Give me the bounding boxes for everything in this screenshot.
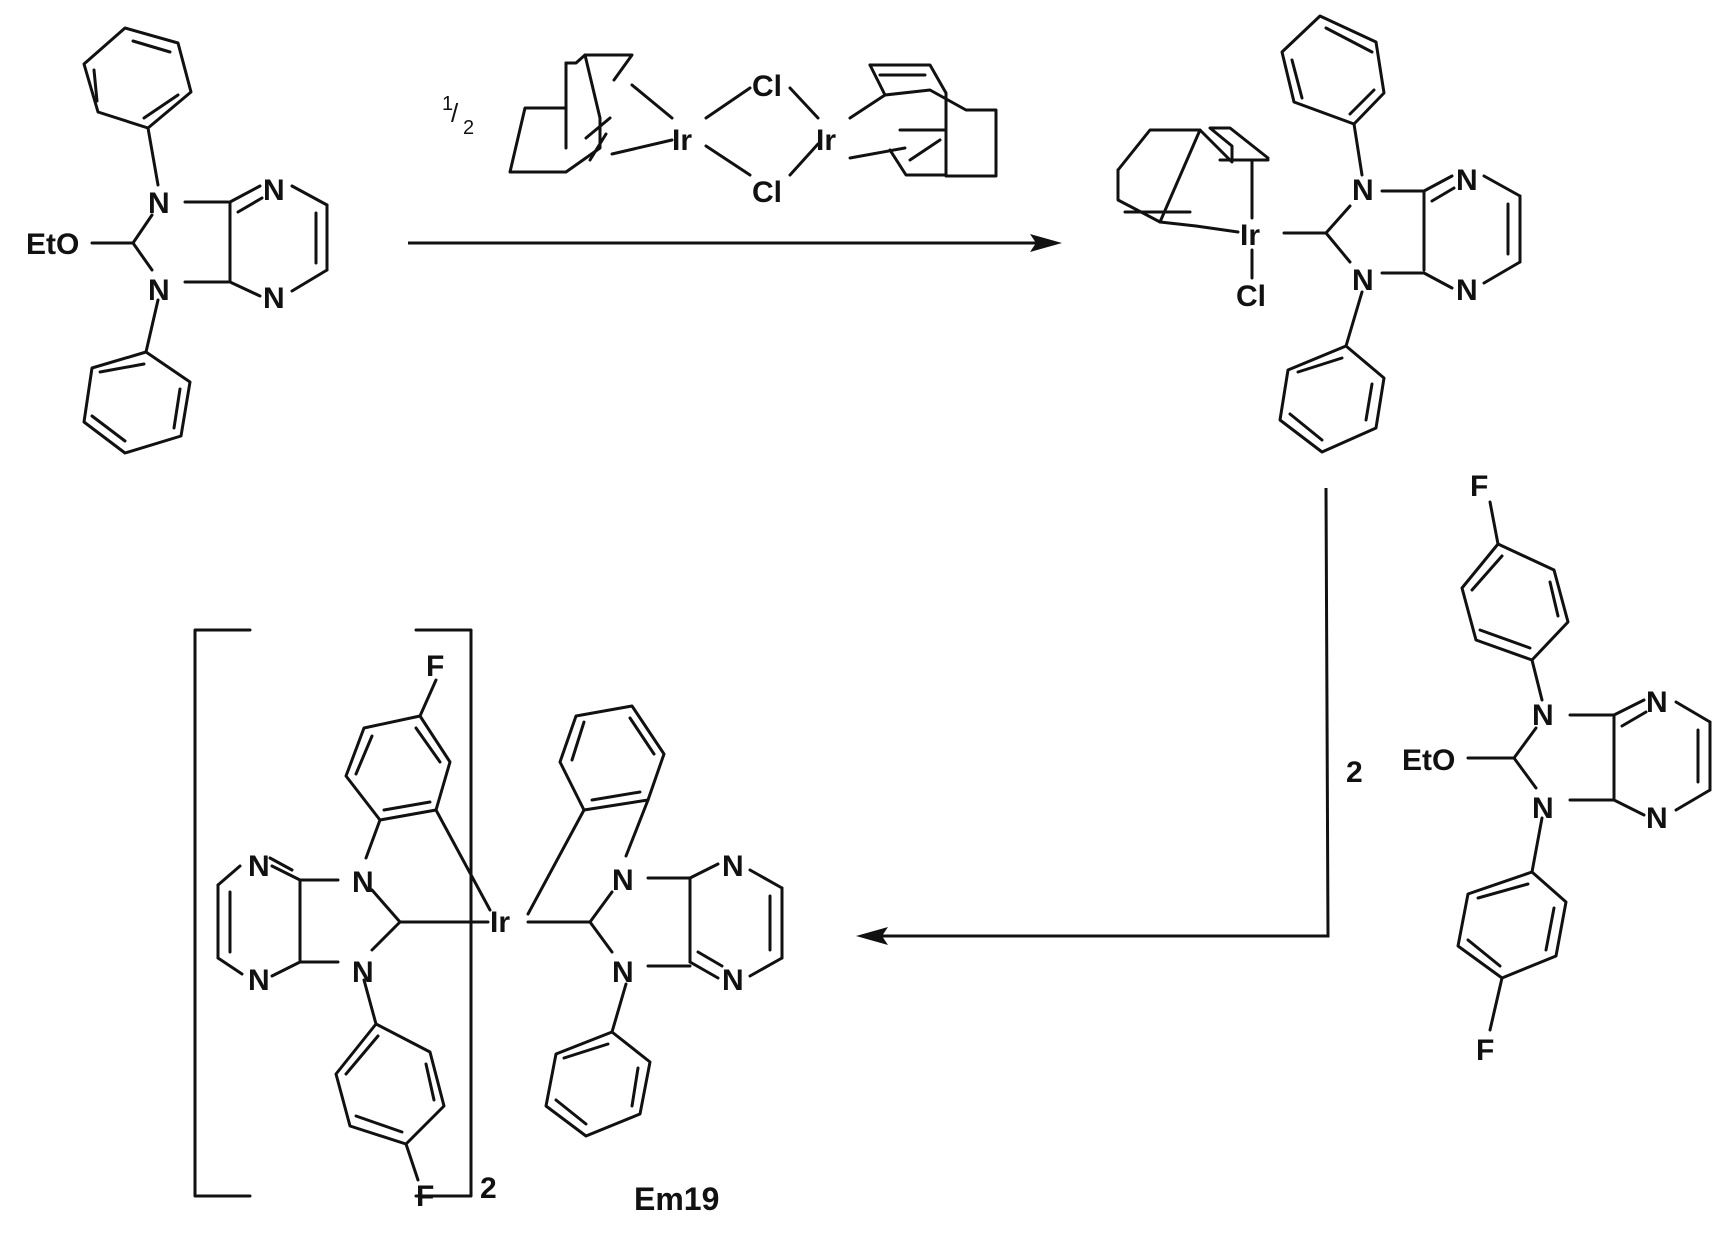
atom-label-f: F: [1476, 1034, 1494, 1067]
iridium-cod-carbene-intermediate: Ir Cl N N N N: [1118, 16, 1520, 452]
phenyl-ring-cyclometalated: [560, 706, 664, 810]
atom-label-f: F: [416, 1180, 434, 1213]
atom-label-n: N: [1532, 792, 1554, 825]
atom-label-ir: Ir: [816, 124, 836, 157]
atom-label-n: N: [1532, 699, 1554, 732]
atom-label-n: N: [722, 964, 744, 997]
fraction-denominator: 2: [463, 117, 474, 139]
bracket-left: [195, 630, 250, 1196]
atom-label-cl: Cl: [752, 70, 782, 103]
atom-label-n: N: [148, 187, 170, 220]
phenyl-ring-lower: [84, 352, 190, 453]
atom-label-n: N: [1352, 264, 1374, 297]
fluorophenyl-carbene-precursor: F F N N N N EtO: [1402, 470, 1710, 1067]
bracket-subscript: 2: [480, 1172, 497, 1205]
atom-label-n: N: [148, 274, 170, 307]
atom-label-n: N: [1646, 802, 1668, 835]
atom-label-n: N: [722, 850, 744, 883]
reaction-arrow-2: 2: [856, 488, 1363, 945]
atom-label-f: F: [1470, 470, 1488, 503]
atom-label-n: N: [1456, 164, 1478, 197]
atom-label-n: N: [263, 174, 285, 207]
starting-carbene-precursor: N N N N EtO: [26, 28, 327, 453]
atom-label-n: N: [352, 866, 374, 899]
fluorophenyl-ring-lower-left: [336, 1024, 444, 1144]
atom-label-n: N: [1646, 686, 1668, 719]
atom-label-ir: Ir: [1240, 219, 1260, 252]
atom-label-ir: Ir: [490, 906, 510, 939]
equivalents-label: 2: [1346, 756, 1363, 789]
ethoxy-label: EtO: [26, 228, 79, 261]
product-em19: 2 F F Ir: [195, 630, 782, 1217]
fraction-slash: /: [451, 98, 459, 128]
atom-label-n: N: [352, 956, 374, 989]
compound-name: Em19: [634, 1181, 719, 1217]
atom-label-n: N: [263, 282, 285, 315]
atom-label-n: N: [612, 864, 634, 897]
atom-label-cl: Cl: [1236, 280, 1266, 313]
atom-label-n: N: [1352, 174, 1374, 207]
atom-label-n: N: [248, 850, 270, 883]
fluorophenyl-ring-cyclometalated: [346, 716, 450, 820]
iridium-cod-dimer-reagent: 1 / 2 Cl Cl Ir Ir: [442, 55, 996, 209]
bracket-right: [416, 630, 471, 1196]
atom-label-ir: Ir: [672, 124, 692, 157]
atom-label-f: F: [426, 650, 444, 683]
atom-label-n: N: [612, 956, 634, 989]
atom-label-n: N: [248, 964, 270, 997]
reaction-arrow-1: [408, 234, 1062, 252]
ethoxy-label: EtO: [1402, 744, 1455, 777]
atom-label-cl: Cl: [752, 176, 782, 209]
atom-label-n: N: [1456, 274, 1478, 307]
